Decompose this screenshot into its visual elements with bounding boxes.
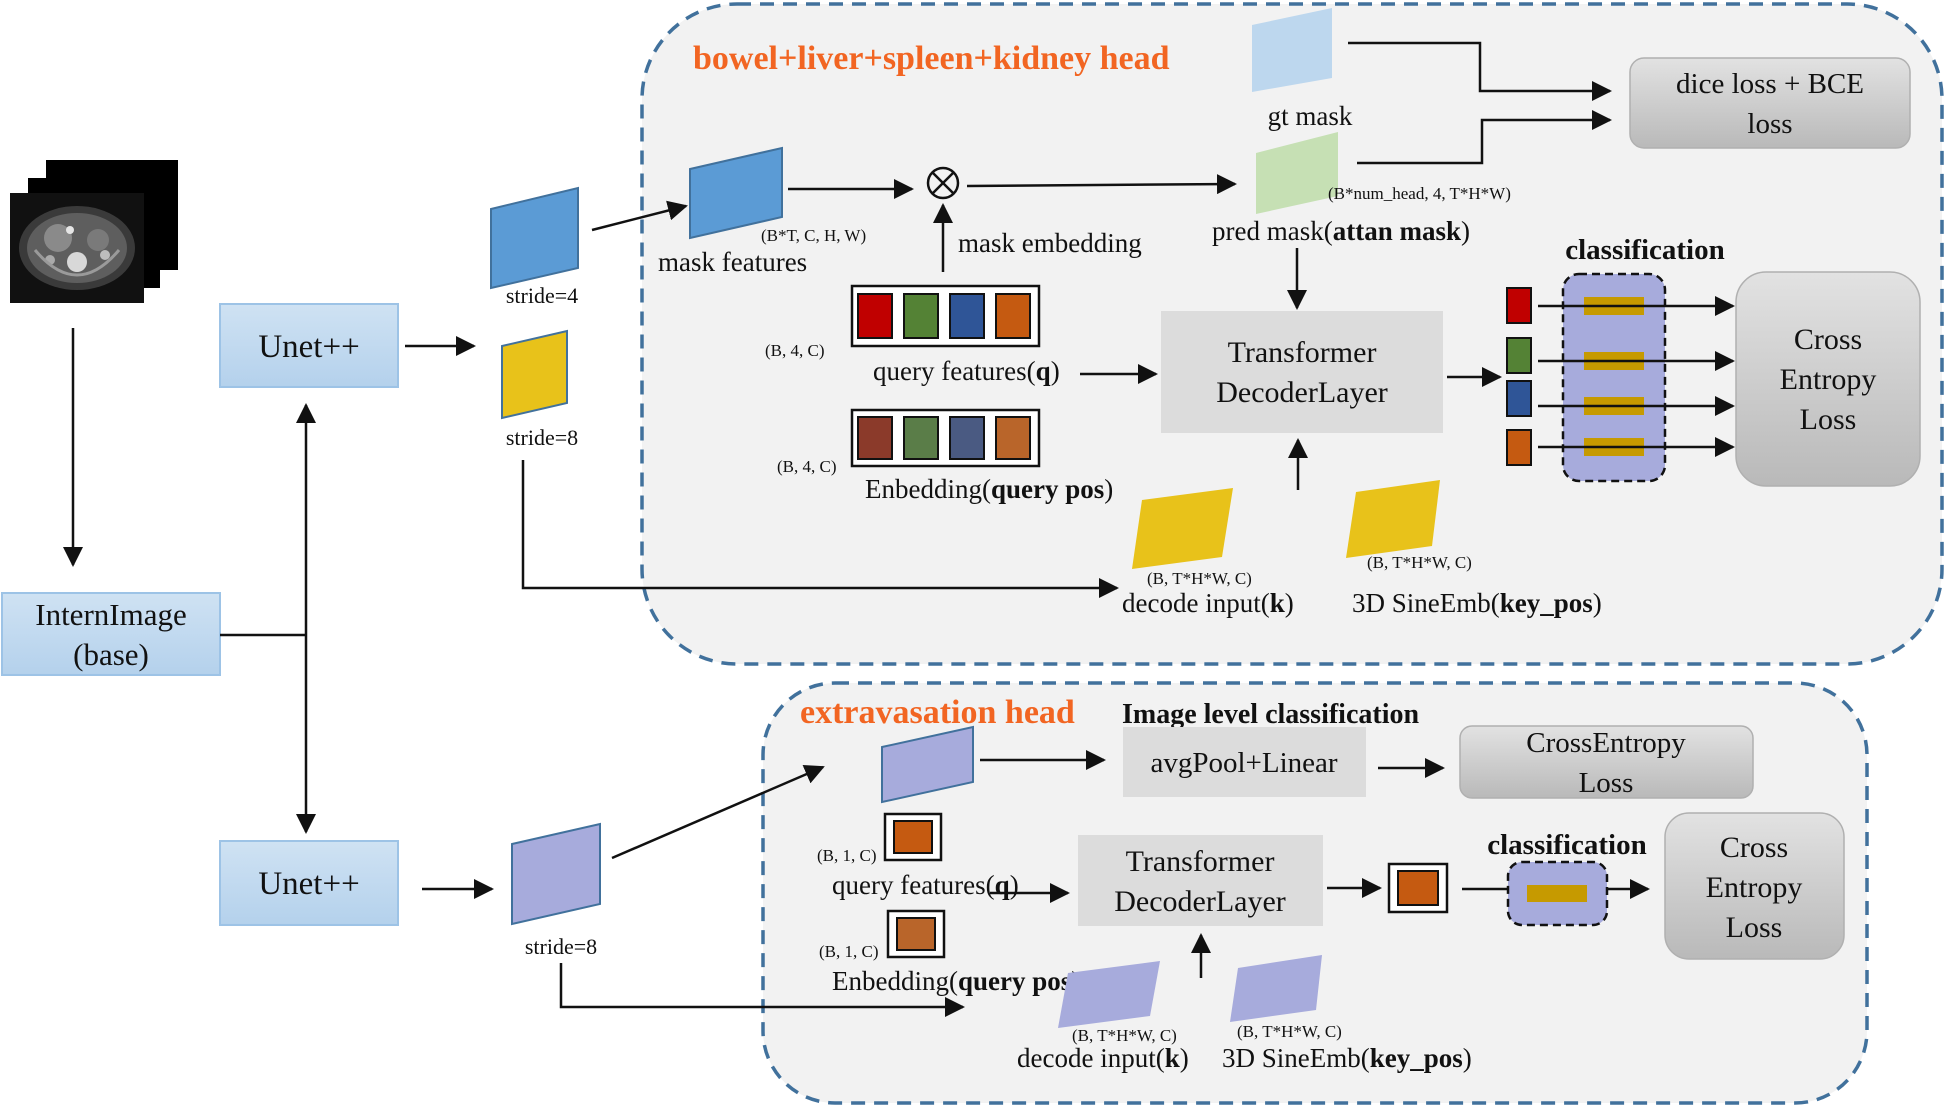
top-unet-box <box>219 303 399 388</box>
bottom-ce-line1: Cross <box>1720 831 1788 864</box>
bottom-transformer-line1: Transformer <box>1126 845 1275 878</box>
stride8-feature-map <box>501 329 568 420</box>
query-shape-label: (B, 4, C) <box>765 341 825 360</box>
mask-features-map <box>689 146 783 240</box>
backbone-label-line1: InternImage <box>35 597 186 632</box>
pred-mask-map <box>1256 132 1338 214</box>
bottom-query-label: query features(q) <box>832 870 1019 900</box>
bottom-classification-bar <box>1527 885 1587 902</box>
top-ce-loss-box <box>1735 271 1921 487</box>
bottom-stride8-label: stride=8 <box>525 934 597 959</box>
decode-input-map <box>1132 488 1233 569</box>
ct-scan-stack-icon <box>10 160 178 303</box>
image-level-label: Image level classification <box>1122 699 1419 730</box>
top-transformer-line2: DecoderLayer <box>1216 376 1388 409</box>
dice-loss-line2: loss <box>1747 108 1792 140</box>
decode-input-label: decode input(k) <box>1122 588 1294 618</box>
gt-mask-map <box>1252 8 1332 92</box>
top-transformer-line1: Transformer <box>1228 336 1377 369</box>
mask-features-label: mask features <box>658 247 807 277</box>
bottom-sine-shape: (B, T*H*W, C) <box>1237 1022 1342 1041</box>
bottom-transformer-line2: DecoderLayer <box>1114 885 1286 918</box>
backbone-label-line2: (base) <box>73 637 149 672</box>
bottom-ce-top-line2: Loss <box>1579 767 1634 799</box>
top-classification-box <box>1561 272 1667 483</box>
bottom-ce-top-line1: CrossEntropy <box>1526 727 1686 759</box>
circled-times-icon <box>926 166 960 200</box>
bottom-decode-label: decode input(k) <box>1017 1043 1189 1073</box>
top-ce-line3: Loss <box>1800 403 1857 436</box>
avgpool-box <box>1123 727 1366 797</box>
bottom-sine-emb-map <box>1230 955 1322 1022</box>
bottom-sine-label: 3D SineEmb(key_pos) <box>1222 1043 1472 1073</box>
decode-input-shape: (B, T*H*W, C) <box>1147 569 1252 588</box>
bottom-query-token <box>883 812 943 862</box>
top-ce-line2: Entropy <box>1780 363 1877 396</box>
query-pos-tokens <box>850 408 1041 468</box>
bottom-unet-box <box>219 840 399 926</box>
dice-loss-line1: dice loss + BCE <box>1676 68 1864 100</box>
query-tokens <box>850 284 1041 348</box>
bottom-query-shape: (B, 1, C) <box>817 846 877 865</box>
sine-emb-map <box>1346 480 1440 558</box>
bottom-ce-line2: Entropy <box>1706 871 1803 904</box>
gt-mask-label: gt mask <box>1268 101 1353 131</box>
bottom-pooled-feature-map <box>881 725 974 804</box>
bottom-classification-label: classification <box>1487 829 1647 861</box>
query-features-label: query features(q) <box>873 356 1060 386</box>
bottom-stride8-feature-map <box>511 822 601 926</box>
top-transformer-box <box>1161 311 1443 433</box>
bottom-decode-input-map <box>1058 961 1160 1028</box>
bottom-query-pos-label: Enbedding(query pos) <box>832 966 1080 996</box>
dice-loss-box <box>1629 57 1911 149</box>
bottom-ce-line3: Loss <box>1726 911 1783 944</box>
mask-embedding-label: mask embedding <box>958 228 1142 258</box>
avgpool-label: avgPool+Linear <box>1150 747 1337 779</box>
query-pos-label: Enbedding(query pos) <box>865 474 1113 504</box>
sine-emb-label: 3D SineEmb(key_pos) <box>1352 588 1602 618</box>
pred-mask-shape: (B*num_head, 4, T*H*W) <box>1328 184 1511 203</box>
top-unet-label: Unet++ <box>258 329 359 365</box>
sine-emb-shape: (B, T*H*W, C) <box>1367 553 1472 572</box>
top-ce-line1: Cross <box>1794 323 1862 356</box>
class-tokens <box>1506 287 1532 466</box>
bottom-class-token <box>1387 862 1449 914</box>
bottom-unet-label: Unet++ <box>258 866 359 902</box>
top-classification-label: classification <box>1565 234 1725 266</box>
query-pos-shape-label: (B, 4, C) <box>777 457 837 476</box>
pred-mask-label: pred mask(attan mask) <box>1212 216 1470 246</box>
mask-features-shape: (B*T, C, H, W) <box>761 226 866 245</box>
bottom-query-pos-token <box>886 909 946 959</box>
bottom-query-pos-shape: (B, 1, C) <box>819 942 879 961</box>
stride8-label: stride=8 <box>506 425 578 450</box>
bottom-transformer-box <box>1078 835 1323 926</box>
bottom-ce-top-box <box>1459 725 1754 799</box>
bottom-head-title: extravasation head <box>800 694 1075 731</box>
bottom-decode-shape: (B, T*H*W, C) <box>1072 1026 1177 1045</box>
stride4-feature-map <box>490 186 579 290</box>
top-head-title: bowel+liver+spleen+kidney head <box>693 40 1170 77</box>
stride4-label: stride=4 <box>506 283 578 308</box>
bottom-ce-loss-box <box>1664 812 1845 960</box>
